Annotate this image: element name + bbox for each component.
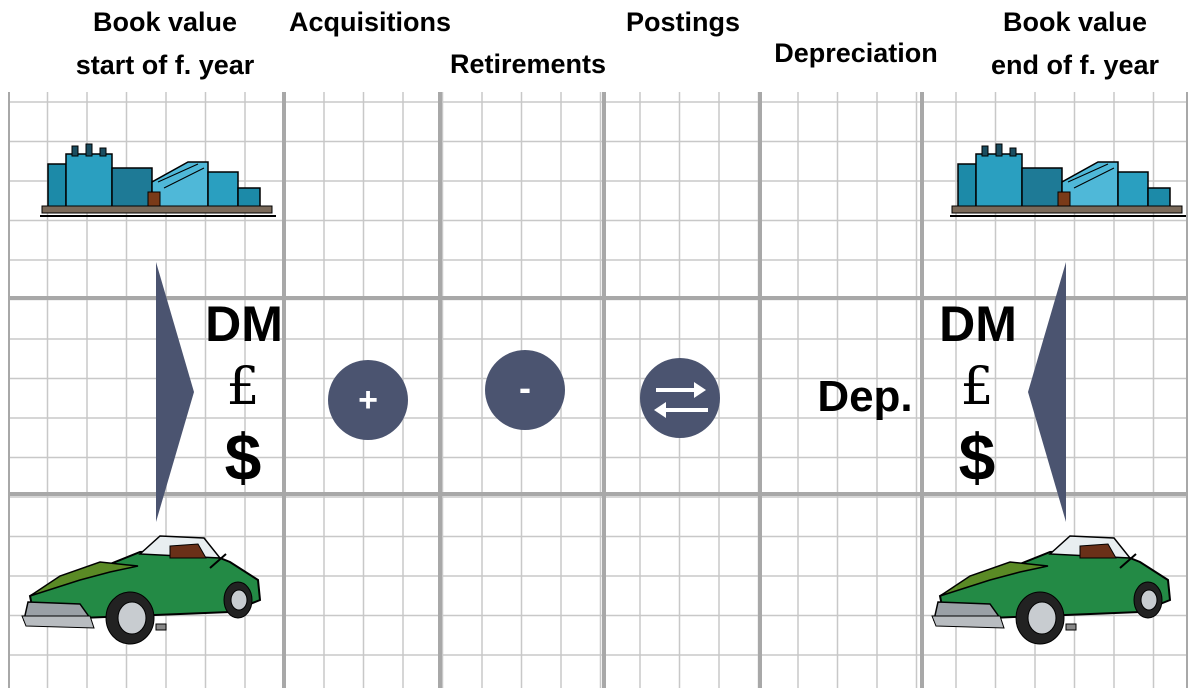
header-retirements: Retirements <box>449 49 607 79</box>
currency-pound-left: £ <box>226 357 260 417</box>
header-book-value-start: Book value start of f. year <box>55 6 275 82</box>
header-book-value-end-line2: end of f. year <box>990 50 1160 80</box>
minus-circle-icon: - <box>485 350 565 430</box>
outflow-arrow <box>1028 262 1066 522</box>
minus-symbol: - <box>519 367 531 408</box>
currency-dollar-right: $ <box>958 420 996 494</box>
header-book-value-end: Book value end of f. year <box>965 6 1185 82</box>
inflow-arrow <box>156 262 194 522</box>
header-book-value-start-line1: Book value <box>92 7 238 37</box>
currency-dm-right: DM <box>939 296 1017 352</box>
currency-pound-right: £ <box>960 357 994 417</box>
transfer-arrows-icon <box>654 382 708 418</box>
header-acquisitions: Acquisitions <box>288 7 451 37</box>
plus-symbol: + <box>358 381 378 419</box>
depreciation-label: Dep. <box>817 372 913 421</box>
currency-dm-left: DM <box>205 296 283 352</box>
factory-icon <box>950 143 1186 217</box>
car-icon <box>21 535 262 645</box>
factory-icon <box>40 143 276 217</box>
car-icon <box>931 535 1172 645</box>
plus-circle-icon: + <box>328 360 408 440</box>
transfer-circle-icon <box>640 358 720 438</box>
header-depreciation: Depreciation <box>774 38 938 68</box>
currency-dollar-left: $ <box>224 420 262 494</box>
header-book-value-end-line1: Book value <box>1002 7 1148 37</box>
header-postings: Postings <box>625 7 740 37</box>
header-book-value-start-line2: start of f. year <box>75 50 255 80</box>
